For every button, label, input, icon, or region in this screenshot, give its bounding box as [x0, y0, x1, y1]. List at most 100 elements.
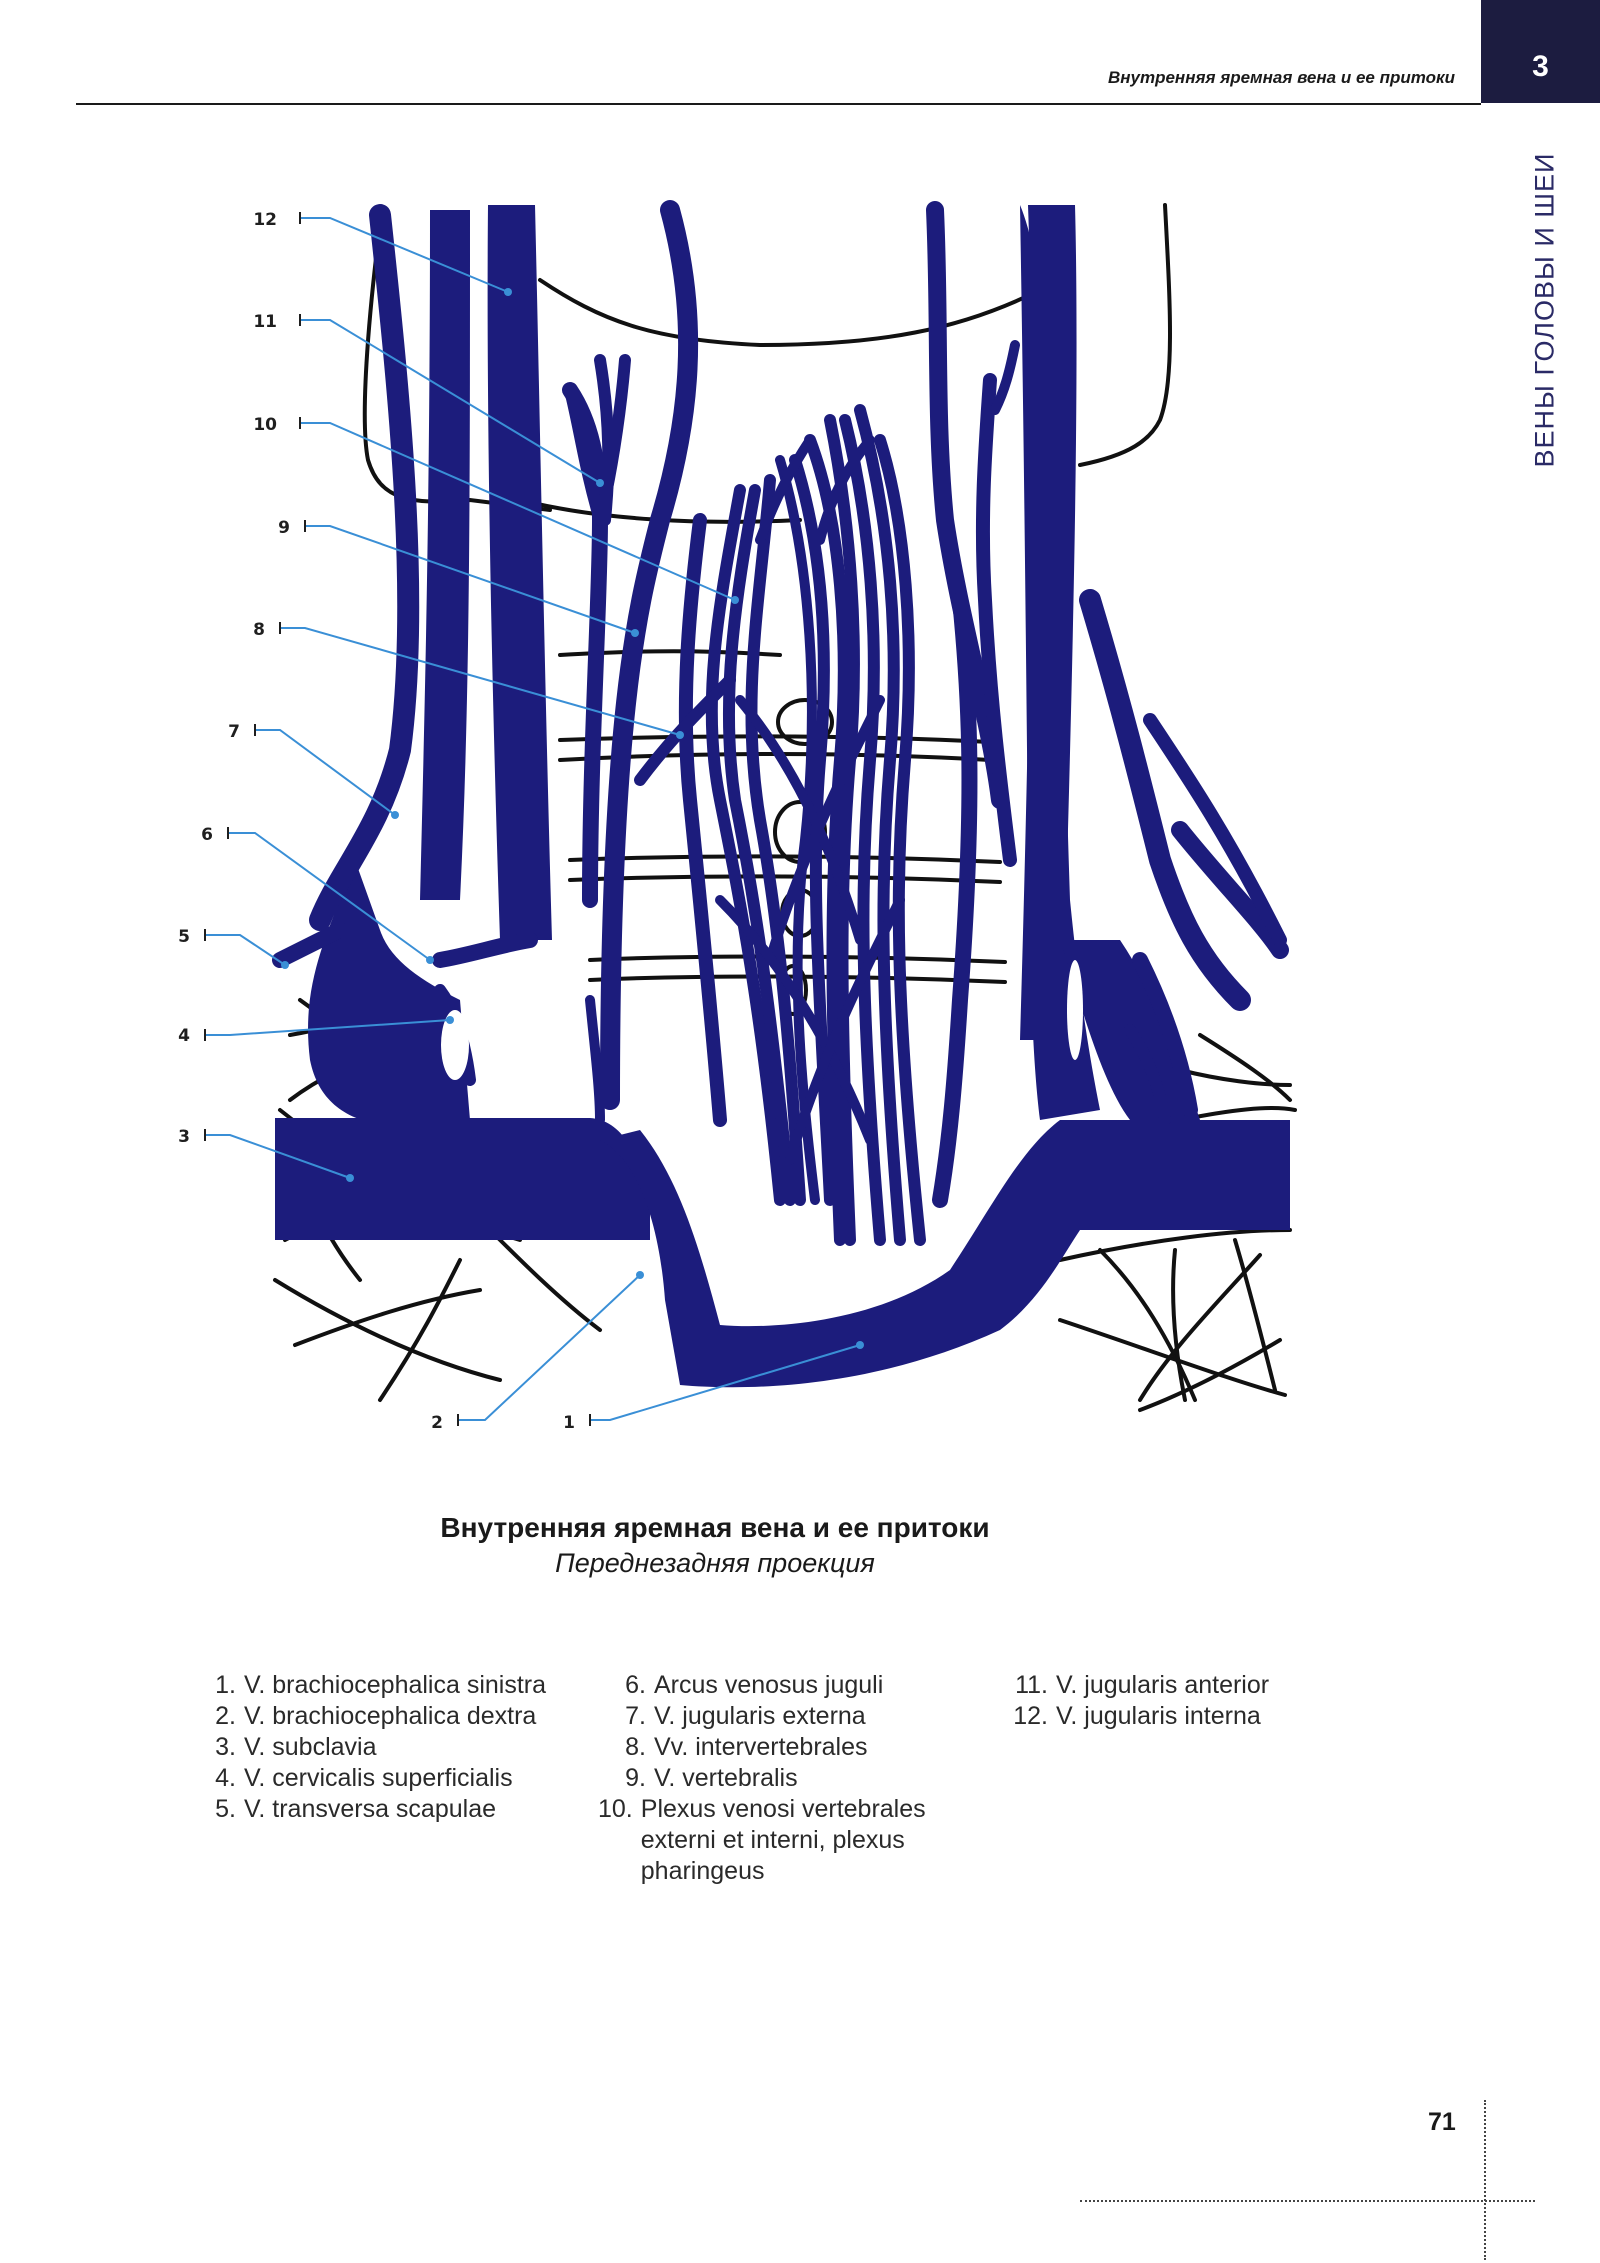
- vein-plexus-cross-3: [715, 895, 875, 1145]
- legend-item-text: Arcus venosus juguli: [654, 1671, 884, 1699]
- chapter-number: 3: [1532, 49, 1549, 83]
- legend-item: 8.Vv. intervertebrales: [598, 1732, 978, 1763]
- vein-plexus-fork-b: [815, 435, 875, 545]
- page-number: 71: [1428, 2108, 1456, 2136]
- vein-left-outer-column: [420, 210, 470, 900]
- vein-jugularis-anterior-right-fork: [990, 340, 1020, 415]
- rib-right-8: [1198, 1033, 1292, 1102]
- callout-dot-3: [346, 1174, 354, 1182]
- mandible-curve: [538, 278, 1042, 348]
- callout-label-5: 5: [178, 927, 190, 947]
- footer-dotted-rule: [1080, 2200, 1535, 2202]
- legend-item-text: V. brachiocephalica dextra: [244, 1702, 537, 1730]
- vein-right-mid-tube: [932, 592, 978, 1208]
- callout-dot-11: [596, 479, 604, 487]
- vein-left-upper-fork-a: [564, 384, 606, 526]
- vein-jugularis-anterior-right: [975, 373, 1017, 867]
- vein-plexus-cross-4: [785, 895, 905, 1165]
- callout-label-4: 4: [178, 1026, 190, 1046]
- vertebral-foramen-1: [776, 698, 834, 746]
- vein-left-oval-white: [547, 1020, 563, 1100]
- vein-intervertebrales: [634, 674, 736, 786]
- callout-dot-10: [731, 596, 739, 604]
- figure-caption-title: Внутренняя яремная вена и ее притоки: [440, 1512, 990, 1543]
- rib-left-5: [378, 1258, 462, 1402]
- legend-item-text: Plexus venosi vertebrales externi et int…: [640, 1795, 926, 1885]
- callout-label-1: 1: [563, 1413, 575, 1433]
- callout-dot-7: [391, 811, 399, 819]
- vein-left-lower-oval: [441, 1010, 469, 1080]
- legend-item-number: 10.: [598, 1795, 633, 1823]
- vein-plexus-cross-1: [735, 695, 865, 945]
- legend-item: 1.V. brachiocephalica sinistra: [200, 1670, 590, 1701]
- vein-right-lower-tube: [1132, 952, 1198, 1118]
- header-rule: [76, 103, 1481, 105]
- vein-right-outer-column: [1020, 205, 1100, 1120]
- callout-leader-11: [300, 319, 601, 484]
- legend-item-text: V. vertebralis: [654, 1764, 798, 1792]
- callout-label-3: 3: [178, 1127, 190, 1147]
- vein-left-mid-tube: [678, 513, 727, 1127]
- vein-subclavia-left-shape: [275, 1118, 650, 1240]
- legend-item: 12. V. jugularis interna: [1000, 1701, 1320, 1732]
- vein-transversa-scapulae-left: [272, 922, 348, 968]
- legend-item-text: V. jugularis externa: [654, 1702, 866, 1730]
- callout-leader-5: [205, 934, 286, 966]
- callout-leader-12: [300, 217, 509, 293]
- rib-right-5: [1233, 1238, 1277, 1392]
- vein-vertebralis-left: [600, 200, 699, 1110]
- vein-right-lower-tube-2: [1124, 1024, 1171, 1126]
- legend-item: 6.Arcus venosus juguli: [598, 1670, 978, 1701]
- legend-item: 7.V. jugularis externa: [598, 1701, 978, 1732]
- figure-caption-subtitle: Переднезадняя проекция: [555, 1548, 875, 1578]
- vein-jugularis-externa-right: [1079, 589, 1251, 1011]
- callout-label-8: 8: [253, 620, 265, 640]
- vein-right-oval-white: [1067, 960, 1083, 1060]
- callout-dot-4: [446, 1016, 454, 1024]
- legend-item-number: 1.: [215, 1671, 236, 1699]
- callout-dot-8: [676, 731, 684, 739]
- legend-item-text: V. jugularis interna: [1056, 1702, 1261, 1730]
- legend-item: 10.Plexus venosi vertebrales externi et …: [598, 1794, 978, 1887]
- rib-right-4: [1171, 1248, 1187, 1402]
- vein-right-upper-branch: [1143, 713, 1287, 947]
- callout-leader-2: [458, 1274, 641, 1421]
- callout-leader-8: [280, 627, 681, 736]
- vein-brachiocephalic-shape: [600, 1120, 1290, 1388]
- legend-item-number: 5.: [215, 1795, 236, 1823]
- vein-arcus-venosus-juguli: [432, 932, 538, 968]
- vein-plexus-1: [705, 484, 786, 1206]
- callout-leader-10: [300, 422, 736, 601]
- callout-label-9: 9: [278, 518, 290, 538]
- rib-right-2: [1058, 1318, 1287, 1397]
- legend-item-number: 8.: [625, 1733, 646, 1761]
- legend-item: 9. V. vertebralis: [598, 1763, 978, 1794]
- callout-leader-1: [590, 1344, 861, 1421]
- callout-dot-2: [636, 1271, 644, 1279]
- vein-plexus-cross-2: [765, 695, 885, 965]
- vein-jugularis-externa-left: [309, 204, 420, 931]
- vein-jugularis-interna-left: [487, 205, 552, 940]
- legend-item: 11.V. jugularis anterior: [1000, 1670, 1320, 1701]
- vein-plexus-fork-a: [755, 435, 815, 545]
- callout-leader-9: [305, 525, 636, 634]
- rib-right-1: [1058, 1228, 1292, 1262]
- rib-right-6: [1138, 1253, 1262, 1402]
- callout-leader-7: [255, 729, 396, 816]
- vein-left-upper-fork-b: [594, 354, 615, 526]
- rib-right-9: [1178, 1068, 1292, 1087]
- legend-item-text: V. cervicalis superficialis: [244, 1764, 513, 1792]
- legend-item-number: 2.: [215, 1702, 236, 1730]
- footer-dotted-vertical: [1484, 2100, 1486, 2260]
- callout-dot-9: [631, 629, 639, 637]
- vein-plexus-5: [839, 414, 886, 1246]
- legend-item-text: V. transversa scapulae: [244, 1795, 497, 1823]
- mandible-outline: [362, 223, 552, 512]
- legend-item-number: 9.: [625, 1764, 646, 1792]
- legend-item-number: 12.: [1013, 1702, 1048, 1730]
- vein-jugularis-anterior-left: [562, 382, 608, 908]
